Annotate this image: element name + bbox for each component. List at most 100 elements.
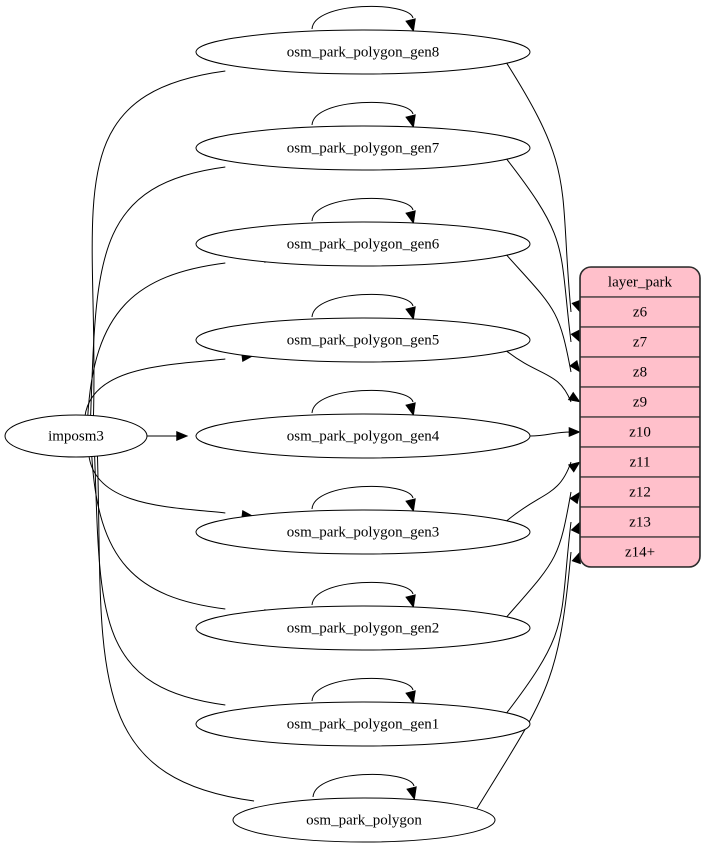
table-node-gen7[interactable]: osm_park_polygon_gen7: [195, 125, 531, 171]
table-node-label: osm_park_polygon_gen8: [287, 44, 439, 60]
arrow-head-icon: [405, 594, 416, 609]
edge-gen1-to-z13: [506, 521, 572, 714]
layer-table-row-z9[interactable]: z9: [580, 386, 700, 418]
layer-table-row-cell: [580, 326, 700, 358]
node-ellipse-shape: [195, 605, 531, 651]
layer-table-row-z12[interactable]: z12: [580, 476, 700, 508]
table-node-gen2[interactable]: osm_park_polygon_gen2: [195, 605, 531, 651]
table-node-gen1[interactable]: osm_park_polygon_gen1: [195, 701, 531, 747]
edge-gen5-to-z9: [506, 350, 572, 403]
layer-table-row-cell: [580, 506, 700, 538]
arrow-head-icon: [405, 210, 416, 225]
edge-imposm3-to-base: [96, 454, 255, 802]
layer-table-row-z13[interactable]: z13: [580, 506, 700, 538]
self-loop-edge-gen3: [311, 485, 414, 510]
layer-table-row-z11[interactable]: z11: [580, 446, 700, 478]
node-ellipse-shape: [195, 29, 531, 75]
self-loop-edge-base: [312, 773, 415, 798]
table-node-label: osm_park_polygon: [306, 812, 422, 828]
table-node-label: osm_park_polygon_gen4: [287, 428, 440, 444]
layer-table-header: layer_park: [580, 267, 700, 298]
node-ellipse-shape: [195, 509, 531, 555]
arrow-head-icon: [176, 431, 189, 441]
edge-imposm3-to-gen7: [90, 166, 226, 418]
edge-imposm3-to-gen8: [91, 70, 226, 418]
arrow-head-icon: [405, 690, 416, 705]
edge-gen7-to-z7: [506, 158, 572, 343]
arrow-head-icon: [567, 391, 581, 403]
table-node-gen4[interactable]: osm_park_polygon_gen4: [195, 413, 531, 459]
edge-gen2-to-z12: [506, 491, 572, 618]
layer-table-row-cell: [580, 476, 700, 508]
self-loop-edge-gen1: [311, 677, 414, 702]
layer-table-row-cell: [580, 536, 700, 567]
node-imposm3: imposm3: [4, 414, 148, 458]
arrow-head-icon: [568, 427, 581, 437]
layer-table-row-z7[interactable]: z7: [580, 326, 700, 358]
layer-table-row-label: z14+: [625, 544, 655, 560]
source-node-imposm3[interactable]: imposm3: [4, 414, 148, 458]
edge-gen3-to-z11: [506, 461, 572, 522]
table-node-label: osm_park_polygon_gen7: [287, 140, 440, 156]
self-loop-edge-gen8: [311, 5, 414, 30]
node-ellipse-shape: [195, 125, 531, 171]
edge-imposm3-to-gen1: [94, 454, 226, 706]
layer-table-row-z8[interactable]: z8: [580, 356, 700, 388]
layer-table-row-label: z13: [629, 514, 651, 530]
self-loop-edge-gen4: [311, 389, 414, 414]
edge-gen8-to-z6: [506, 62, 572, 313]
source-node-label: imposm3: [48, 428, 104, 444]
arrow-head-icon: [570, 329, 581, 343]
self-loop-edge-gen7: [311, 101, 414, 126]
table-node-base[interactable]: osm_park_polygon: [232, 797, 496, 843]
node-ellipse-shape: [232, 797, 496, 843]
layer-table-row-label: z12: [629, 484, 651, 500]
layer-table-row-z6[interactable]: z6: [580, 296, 700, 328]
table-node-label: osm_park_polygon_gen1: [287, 716, 439, 732]
table-node-gen5[interactable]: osm_park_polygon_gen5: [195, 317, 531, 363]
layer-table-row-z14plus[interactable]: z14+: [580, 536, 700, 567]
node-ellipse-shape: [195, 221, 531, 267]
arrow-head-icon: [405, 402, 416, 417]
edge-gen6-to-z8: [506, 254, 572, 373]
layer-table-row-cell: [580, 446, 700, 478]
layer-table-row-cell: [580, 356, 700, 388]
table-node-gen6[interactable]: osm_park_polygon_gen6: [195, 221, 531, 267]
layer-table-header-cell: [580, 267, 700, 298]
layer-table-row-label: z10: [629, 424, 651, 440]
table-node-gen8[interactable]: osm_park_polygon_gen8: [195, 29, 531, 75]
arrow-head-icon: [405, 498, 416, 513]
edge-imposm3-to-gen3: [88, 454, 226, 514]
layer-table-outline: [579, 266, 701, 568]
self-loop-edge-gen6: [311, 197, 414, 222]
layer-table-row-label: z11: [629, 454, 650, 470]
table-node-label: osm_park_polygon_gen3: [287, 524, 439, 540]
layer-table-row-label: z9: [633, 394, 647, 410]
layer-table-row-label: z6: [633, 304, 648, 320]
layer-table-row-label: z8: [633, 364, 647, 380]
edge-imposm3-to-gen5: [84, 358, 226, 418]
arrow-head-icon: [567, 461, 581, 473]
edge-base-to-z14plus: [476, 551, 572, 810]
layer-park-table: layer_park z6 z7 z8 z9 z10 z11 z12 z13 z14+: [579, 266, 701, 568]
table-node-gen3[interactable]: osm_park_polygon_gen3: [195, 509, 531, 555]
table-node-label: osm_park_polygon_gen5: [287, 332, 439, 348]
node-ellipse-shape: [195, 317, 531, 363]
layer-table-row-label: z7: [633, 334, 648, 350]
node-group-tables: osm_park_polygon_gen8 osm_park_polygon_ge…: [195, 29, 531, 843]
layer-table-row-z10[interactable]: z10: [580, 416, 700, 448]
self-loop-edge-gen5: [311, 293, 414, 318]
table-node-label: osm_park_polygon_gen2: [287, 620, 439, 636]
arrow-head-icon: [406, 786, 417, 801]
edge-group-self-loops: [311, 5, 417, 801]
arrow-head-icon: [405, 306, 416, 321]
edge-imposm3-to-gen6: [87, 262, 226, 418]
arrow-head-icon: [405, 114, 416, 129]
layer-table-header-label: layer_park: [608, 274, 673, 290]
arrow-head-icon: [405, 18, 416, 33]
arrow-head-icon: [569, 491, 581, 505]
layer-table-row-cell: [580, 416, 700, 448]
node-ellipse-shape: [195, 413, 531, 459]
